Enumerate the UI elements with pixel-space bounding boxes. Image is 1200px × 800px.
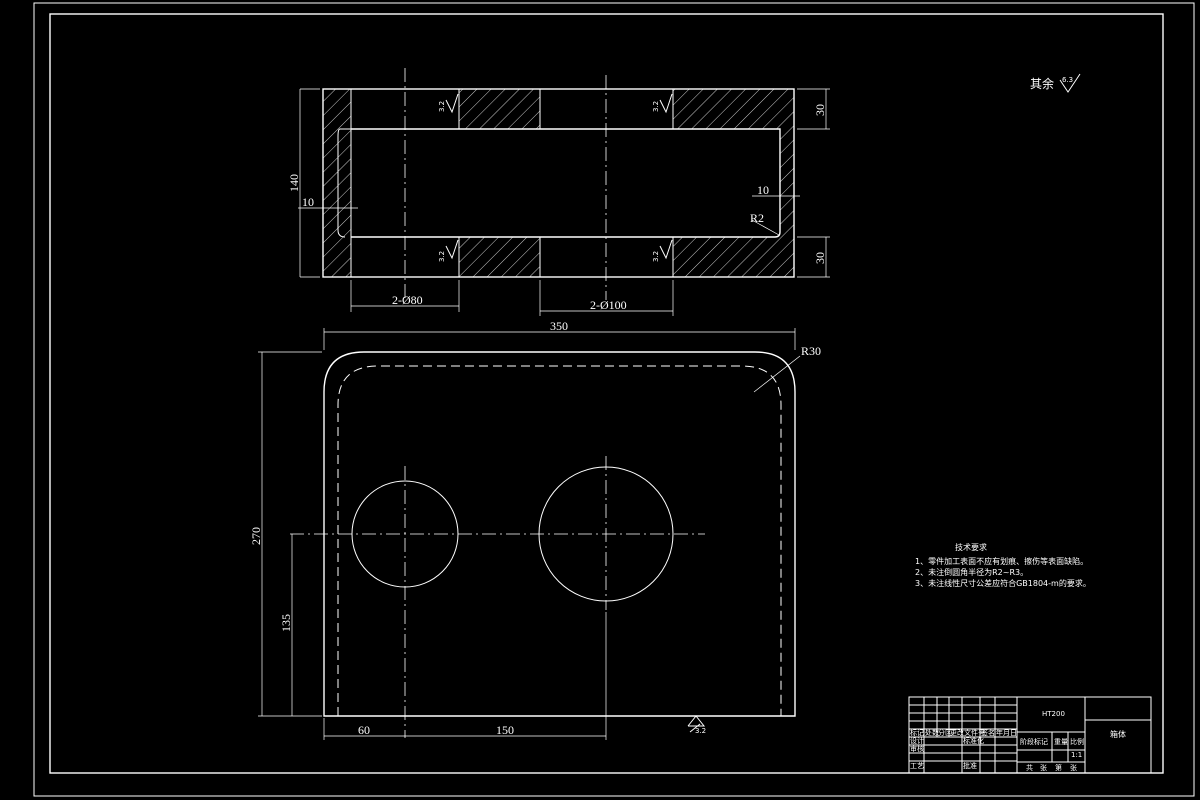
technical-notes: 技术要求 1、零件加工表面不应有划痕、擦伤等表面缺陷。 2、未注倒圆角半径为R2… xyxy=(915,542,1091,588)
section-roughness-3: 3.2 xyxy=(438,239,459,262)
roughness-note-value: 6.3 xyxy=(1062,76,1073,84)
tb-zone: 分区 xyxy=(938,728,952,737)
plan-roughness: 3.2 xyxy=(687,715,706,735)
hatch-top-mid xyxy=(459,89,540,129)
section-view: 3.2 3.2 3.2 3.2 140 10 10 R2 30 xyxy=(287,68,830,316)
hatch-bottom-mid xyxy=(459,237,540,277)
dim-plan-width: 350 xyxy=(550,319,568,333)
dim-spacing: 150 xyxy=(496,723,514,737)
dim-wall-left: 10 xyxy=(302,195,314,209)
tb-check: 审核 xyxy=(910,744,924,753)
hatch-right-wall xyxy=(780,129,794,277)
tb-sheet-4: 张 xyxy=(1070,763,1077,772)
dim-fillet-r2: R2 xyxy=(750,211,764,225)
tb-sign: 签名 xyxy=(981,728,995,737)
plan-view: 350 R30 270 135 60 150 3.2 xyxy=(249,319,821,740)
svg-text:3.2: 3.2 xyxy=(438,251,446,262)
tb-stage: 阶段标记 xyxy=(1020,737,1048,746)
hatch-top-right xyxy=(673,89,794,129)
outer-border xyxy=(33,2,1195,797)
tb-change-doc: 更改文件号 xyxy=(950,728,985,737)
dim-wall-right: 10 xyxy=(757,183,769,197)
note-item-3: 3、未注线性尺寸公差应符合GB1804-m的要求。 xyxy=(915,578,1091,588)
tb-mark: 标记 xyxy=(910,728,924,737)
tb-date: 年月日 xyxy=(996,728,1017,737)
hatch-left-wall xyxy=(323,89,351,277)
note-item-1: 1、零件加工表面不应有划痕、擦伤等表面缺陷。 xyxy=(915,556,1088,566)
dim-hole-large: 2-Ø100 xyxy=(590,298,627,312)
inner-border xyxy=(49,13,1164,774)
tb-count: 处数 xyxy=(925,728,939,737)
tb-standard: 标准化 xyxy=(963,736,984,745)
tb-ratio: 比例 xyxy=(1070,737,1084,746)
tb-weight: 重量 xyxy=(1054,738,1068,746)
svg-text:3.2: 3.2 xyxy=(438,101,446,112)
dim-hole-small: 2-Ø80 xyxy=(392,293,423,307)
tb-approve: 批准 xyxy=(963,761,977,770)
tb-process: 工艺 xyxy=(910,762,924,770)
dim-plan-height: 270 xyxy=(249,527,263,545)
hatch-bottom-right xyxy=(673,237,780,277)
tb-sheet-1: 共 xyxy=(1026,763,1033,772)
dim-offset-y: 135 xyxy=(279,614,293,632)
section-roughness-1: 3.2 xyxy=(438,93,459,114)
section-roughness-2: 3.2 xyxy=(652,93,673,114)
svg-text:3.2: 3.2 xyxy=(652,251,660,262)
tb-part-name: 箱体 xyxy=(1110,729,1126,739)
dim-section-height: 140 xyxy=(287,174,301,192)
dim-flange-top: 30 xyxy=(813,104,827,116)
title-block: HT200 箱体 标记 处数 分区 更改文件号 签名 年月日 设计 标准化 审核… xyxy=(908,696,1152,774)
dim-flange-bottom: 30 xyxy=(813,252,827,264)
tb-scale: 1:1 xyxy=(1071,751,1082,759)
roughness-note-label: 其余 xyxy=(1030,76,1054,91)
notes-title: 技术要求 xyxy=(955,542,987,552)
tb-sheet-2: 张 xyxy=(1040,763,1047,772)
svg-text:3.2: 3.2 xyxy=(652,101,660,112)
section-roughness-4: 3.2 xyxy=(652,239,673,262)
dim-corner-r30: R30 xyxy=(801,344,821,358)
svg-text:3.2: 3.2 xyxy=(695,727,706,735)
dim-offset-x: 60 xyxy=(358,723,370,737)
tb-material: HT200 xyxy=(1042,710,1065,718)
note-item-2: 2、未注倒圆角半径为R2~R3。 xyxy=(915,567,1028,577)
tb-design: 设计 xyxy=(910,736,924,745)
roughness-note: 其余 6.3 xyxy=(1030,73,1081,93)
tb-sheet-3: 第 xyxy=(1055,763,1062,772)
